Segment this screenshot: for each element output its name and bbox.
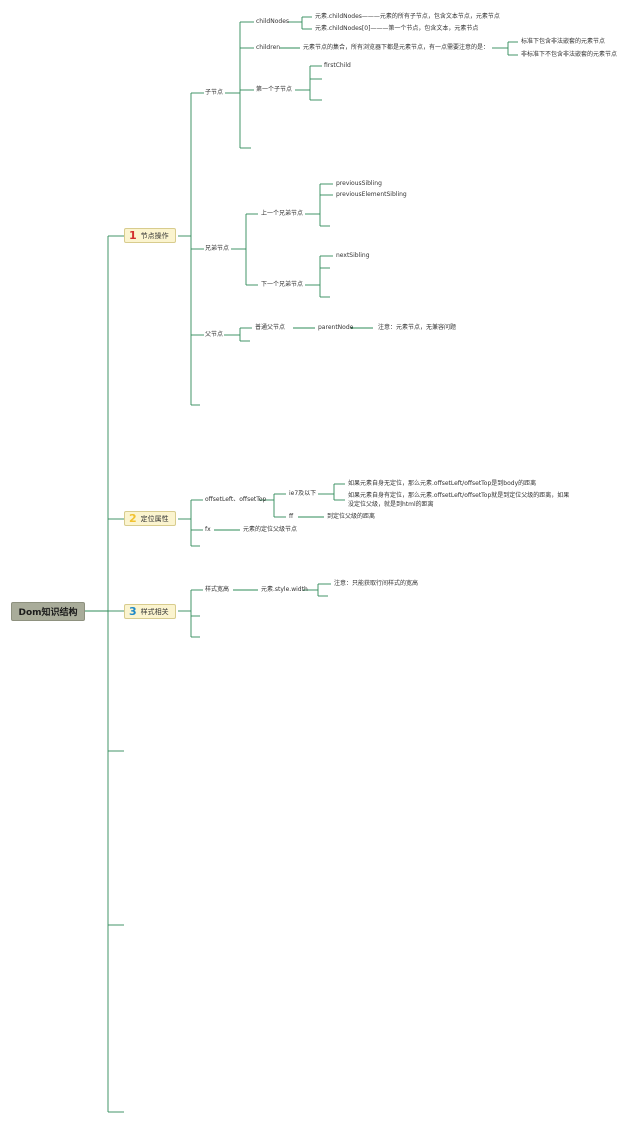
category-number-3: 3 (129, 605, 137, 618)
node-normal-parent[interactable]: 普通父节点 (255, 324, 286, 331)
node-ie7-b2[interactable]: 没定位父级，就是到html的距离 (348, 501, 434, 508)
node-children-std[interactable]: 标准下包含非法嵌套的元素节点 (521, 38, 606, 45)
node-firstchild[interactable]: firstChild (324, 62, 351, 69)
node-next-sibling[interactable]: 下一个兄弟节点 (261, 281, 304, 288)
node-parent[interactable]: 父节点 (205, 331, 224, 338)
node-children-nonstd[interactable]: 非标准下不包含非法嵌套的元素节点 (521, 51, 618, 58)
node-offset[interactable]: offsetLeft、offsetTop (205, 496, 267, 503)
node-childnodes0-desc[interactable]: 元素.childNodes[0]———第一个节点，包含文本，元素节点 (315, 25, 479, 32)
category-label-2: 定位属性 (140, 514, 169, 523)
root-node[interactable]: Dom知识结构 (11, 602, 85, 621)
category-node-2[interactable]: 2 定位属性 (124, 511, 176, 526)
node-first-child[interactable]: 第一个子节点 (256, 86, 293, 93)
node-prev-sibling[interactable]: 上一个兄弟节点 (261, 210, 304, 217)
node-ff-desc[interactable]: 到定位父级的距离 (327, 513, 376, 520)
node-previouselementsibling[interactable]: previousElementSibling (336, 191, 407, 198)
node-ie7-b1[interactable]: 如果元素自身有定位，那么元素.offsetLeft/offsetTop就是到定位… (348, 492, 570, 499)
node-style-wh[interactable]: 样式宽高 (205, 586, 230, 593)
node-sibling[interactable]: 兄弟节点 (205, 245, 230, 252)
category-node-1[interactable]: 1 节点操作 (124, 228, 176, 243)
node-children-desc[interactable]: 元素节点的集合，所有浏览器下都是元素节点，有一点需要注意的是： (303, 44, 490, 51)
node-style-note[interactable]: 注意：只能获取行间样式的宽高 (334, 580, 419, 587)
category-label-3: 样式相关 (140, 607, 169, 616)
node-childnodes[interactable]: childNodes (256, 18, 290, 25)
node-style-width[interactable]: 元素.style.width (261, 586, 308, 593)
node-ff[interactable]: ff (289, 513, 294, 520)
node-fx-desc[interactable]: 元素的定位父级节点 (243, 526, 298, 533)
node-childnodes-desc[interactable]: 元素.childNodes———元素的所有子节点，包含文本节点，元素节点 (315, 13, 500, 20)
node-previoussibling[interactable]: previousSibling (336, 180, 382, 187)
node-nextsibling[interactable]: nextSibling (336, 252, 370, 259)
node-parent-note[interactable]: 注意：元素节点，无兼容问题 (378, 324, 457, 331)
node-ie7-a[interactable]: 如果元素自身无定位，那么元素.offsetLeft/offsetTop是到bod… (348, 480, 537, 487)
node-children[interactable]: children (256, 44, 281, 51)
node-ie7[interactable]: ie7及以下 (289, 490, 317, 497)
node-child[interactable]: 子节点 (205, 89, 224, 96)
node-fx[interactable]: fx (205, 526, 211, 533)
category-label-1: 节点操作 (140, 231, 169, 240)
category-number-1: 1 (129, 229, 137, 242)
category-number-2: 2 (129, 512, 137, 525)
category-node-3[interactable]: 3 样式相关 (124, 604, 176, 619)
node-parentnode[interactable]: parentNode (318, 324, 354, 331)
